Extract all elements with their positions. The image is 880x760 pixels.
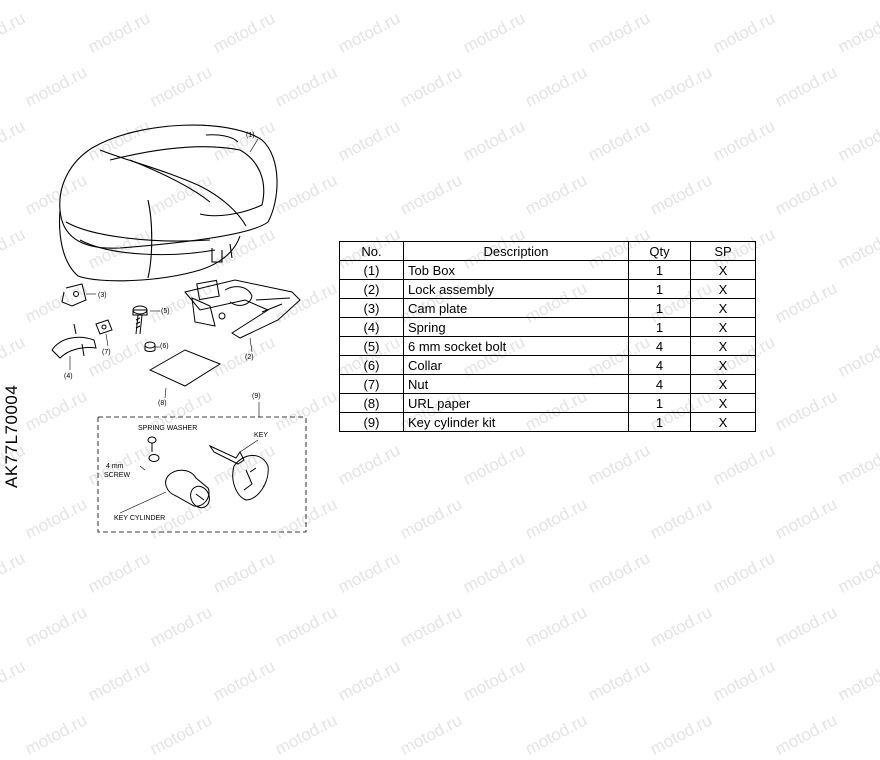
cell-qty: 1: [628, 260, 691, 280]
watermark-text: motod.ru: [710, 656, 779, 705]
cell-no: (6): [339, 355, 404, 375]
cell-qty: 1: [628, 412, 691, 432]
cell-no: (8): [339, 393, 404, 413]
key-cylinder-drawing: [165, 469, 210, 509]
cell-qty: 1: [628, 317, 691, 337]
header-sp: SP: [690, 241, 756, 261]
cell-qty: 1: [628, 393, 691, 413]
top-box-drawing: [59, 124, 278, 282]
lock-assembly-drawing: [184, 279, 301, 339]
cell-no: (4): [339, 317, 404, 337]
cell-no: (5): [339, 336, 404, 356]
cell-sp: X: [690, 374, 756, 394]
screw-label-line2: SCREW: [104, 472, 130, 479]
header-no: No.: [339, 241, 404, 261]
spring-drawing: [51, 323, 97, 359]
cell-qty: 1: [628, 298, 691, 318]
callout-3: (3): [98, 292, 107, 299]
watermark-text: motod.ru: [397, 710, 466, 759]
cell-qty: 1: [628, 279, 691, 299]
key-cylinder-kit-frame: [97, 402, 307, 533]
key-drawing: [208, 444, 269, 501]
nut-drawing: [95, 319, 113, 335]
header-description: Description: [403, 241, 629, 261]
cell-description: Nut: [403, 374, 629, 394]
watermark-text: motod.ru: [147, 710, 216, 759]
url-paper-drawing: [148, 349, 222, 387]
callout-5: (5): [161, 308, 170, 315]
cell-sp: X: [690, 317, 756, 337]
key-label: KEY: [254, 432, 268, 439]
cell-description: URL paper: [403, 393, 629, 413]
cell-no: (2): [339, 279, 404, 299]
watermark-text: motod.ru: [772, 710, 841, 759]
callout-8: (8): [158, 400, 167, 407]
watermark-text: motod.ru: [22, 710, 91, 759]
watermark-text: motod.ru: [335, 656, 404, 705]
cell-sp: X: [690, 298, 756, 318]
cell-no: (3): [339, 298, 404, 318]
cell-description: 6 mm socket bolt: [403, 336, 629, 356]
cell-sp: X: [690, 393, 756, 413]
callout-1: (1): [246, 132, 255, 139]
socket-bolt-drawing: [132, 305, 148, 335]
cell-sp: X: [690, 412, 756, 432]
watermark-text: motod.ru: [522, 710, 591, 759]
diagram-code: AK77L70004: [2, 384, 21, 488]
watermark-text: motod.ru: [647, 710, 716, 759]
watermark-text: motod.ru: [210, 656, 279, 705]
cell-sp: X: [690, 336, 756, 356]
cell-sp: X: [690, 279, 756, 299]
cell-qty: 4: [628, 336, 691, 356]
header-qty: Qty: [628, 241, 691, 261]
cell-description: Key cylinder kit: [403, 412, 629, 432]
callout-4: (4): [64, 373, 73, 380]
callout-9: (9): [252, 393, 261, 400]
watermark-text: motod.ru: [835, 656, 880, 705]
cell-no: (7): [339, 374, 404, 394]
spring-washer-screw-drawing: [147, 436, 160, 462]
cell-sp: X: [690, 355, 756, 375]
cell-description: Tob Box: [403, 260, 629, 280]
callout-7: (7): [102, 349, 111, 356]
cell-no: (1): [339, 260, 404, 280]
cell-sp: X: [690, 260, 756, 280]
watermark-text: motod.ru: [85, 656, 154, 705]
parts-table-header-row: No. Description Qty SP: [339, 241, 756, 261]
collar-drawing: [144, 341, 156, 352]
callout-6: (6): [160, 343, 169, 350]
watermark-text: motod.ru: [272, 710, 341, 759]
watermark-text: motod.ru: [0, 656, 29, 705]
cell-no: (9): [339, 412, 404, 432]
watermark-text: motod.ru: [585, 656, 654, 705]
cell-description: Lock assembly: [403, 279, 629, 299]
cell-qty: 4: [628, 355, 691, 375]
cell-description: Collar: [403, 355, 629, 375]
callout-2: (2): [245, 354, 254, 361]
watermark-text: motod.ru: [460, 656, 529, 705]
exploded-parts-diagram: (1) (2) (3) (4) (5) (6) (7) (8) (9) SPRI…: [51, 124, 307, 533]
cell-qty: 4: [628, 374, 691, 394]
key-cylinder-label: KEY CYLINDER: [114, 515, 165, 522]
screw-label-line1: 4 mm: [106, 463, 124, 470]
cell-description: Cam plate: [403, 298, 629, 318]
cell-description: Spring: [403, 317, 629, 337]
spring-washer-label: SPRING WASHER: [138, 425, 197, 432]
cam-plate-drawing: [61, 283, 87, 307]
